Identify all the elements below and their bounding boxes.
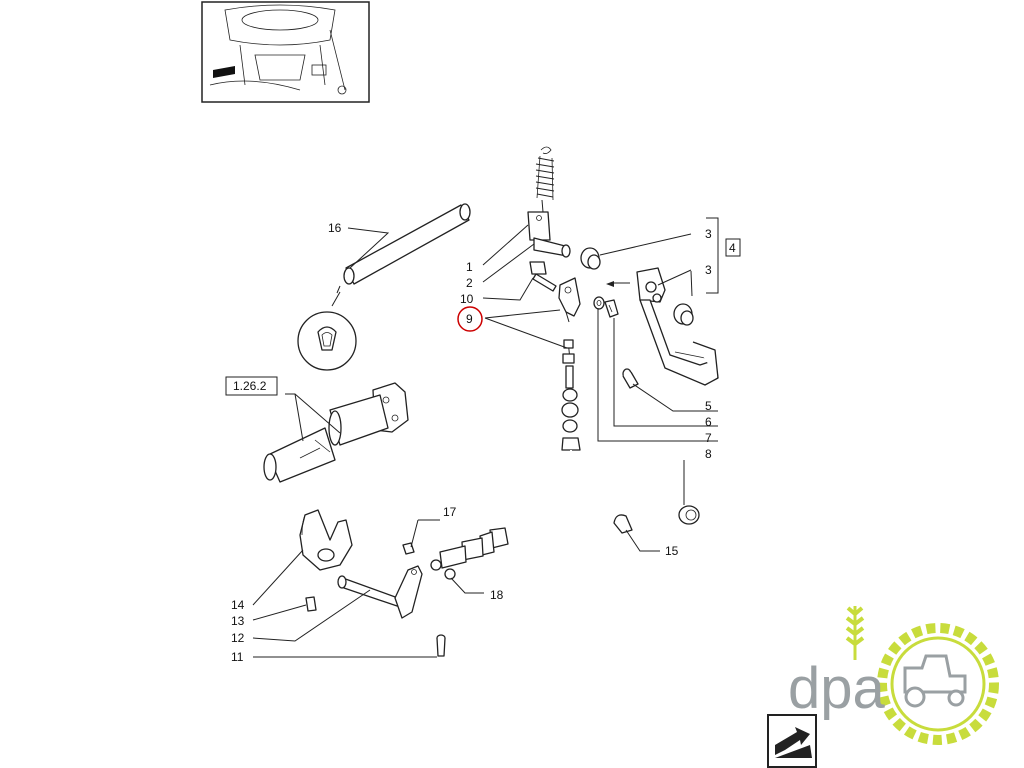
callout-18: 18 xyxy=(490,588,504,602)
logo-gear-ring xyxy=(877,623,999,745)
release-bearing-sleeve xyxy=(263,382,409,483)
callout-7: 7 xyxy=(705,431,712,445)
dpa-logo: dpa xyxy=(788,606,999,745)
cross-tube-16 xyxy=(297,203,471,371)
tractor-icon xyxy=(903,654,967,708)
callout-11: 11 xyxy=(231,650,244,664)
callout-13: 13 xyxy=(231,614,245,628)
callout-3-lower: 3 xyxy=(705,263,712,277)
bolt-13 xyxy=(305,596,317,612)
callout-16: 16 xyxy=(328,221,342,235)
callout-4: 4 xyxy=(729,241,736,255)
callout-5: 5 xyxy=(705,399,712,413)
bushing-lower xyxy=(673,303,694,326)
grommet-8 xyxy=(678,505,700,525)
callout-10: 10 xyxy=(460,292,474,306)
thumbnail-inset xyxy=(201,1,370,103)
leader-lines xyxy=(252,217,719,658)
clip-15 xyxy=(613,514,633,534)
callout-17: 17 xyxy=(443,505,457,519)
clevis-9 xyxy=(558,277,581,323)
reference-label: 1.26.2 xyxy=(233,379,267,393)
logo-text: dpa xyxy=(788,656,886,721)
washer-6 xyxy=(593,296,605,310)
callout-8: 8 xyxy=(705,447,712,461)
callout-12: 12 xyxy=(231,631,245,645)
wheat-icon xyxy=(845,606,865,660)
callout-9-highlight xyxy=(457,306,483,332)
callout-15: 15 xyxy=(665,544,679,558)
callout-6: 6 xyxy=(705,415,712,429)
nut-18 xyxy=(444,568,456,580)
bolt-17 xyxy=(402,542,415,555)
cross-shaft-12 xyxy=(337,565,423,619)
clutch-cable xyxy=(430,339,581,571)
stop-screw-5 xyxy=(622,368,639,389)
return-spring xyxy=(535,146,555,213)
callout-1: 1 xyxy=(466,260,473,274)
callout-labels: 1 2 3 3 4 5 6 7 8 9 10 11 12 13 14 15 16… xyxy=(225,221,741,664)
clutch-fork-14 xyxy=(299,509,353,571)
callout-3-upper: 3 xyxy=(705,227,712,241)
reference-box xyxy=(225,376,278,396)
clutch-pedal xyxy=(636,267,719,386)
bolt-10 xyxy=(529,261,557,292)
next-page-arrow-icon[interactable] xyxy=(767,714,817,768)
bushing-upper xyxy=(580,247,601,270)
bolt-11 xyxy=(436,634,446,657)
callout-4-box xyxy=(725,238,741,257)
callout-9: 9 xyxy=(466,312,473,326)
callout-14: 14 xyxy=(231,598,245,612)
callout-2: 2 xyxy=(466,276,473,290)
pedal-shaft-bracket xyxy=(527,211,571,258)
clip-7 xyxy=(604,299,619,318)
